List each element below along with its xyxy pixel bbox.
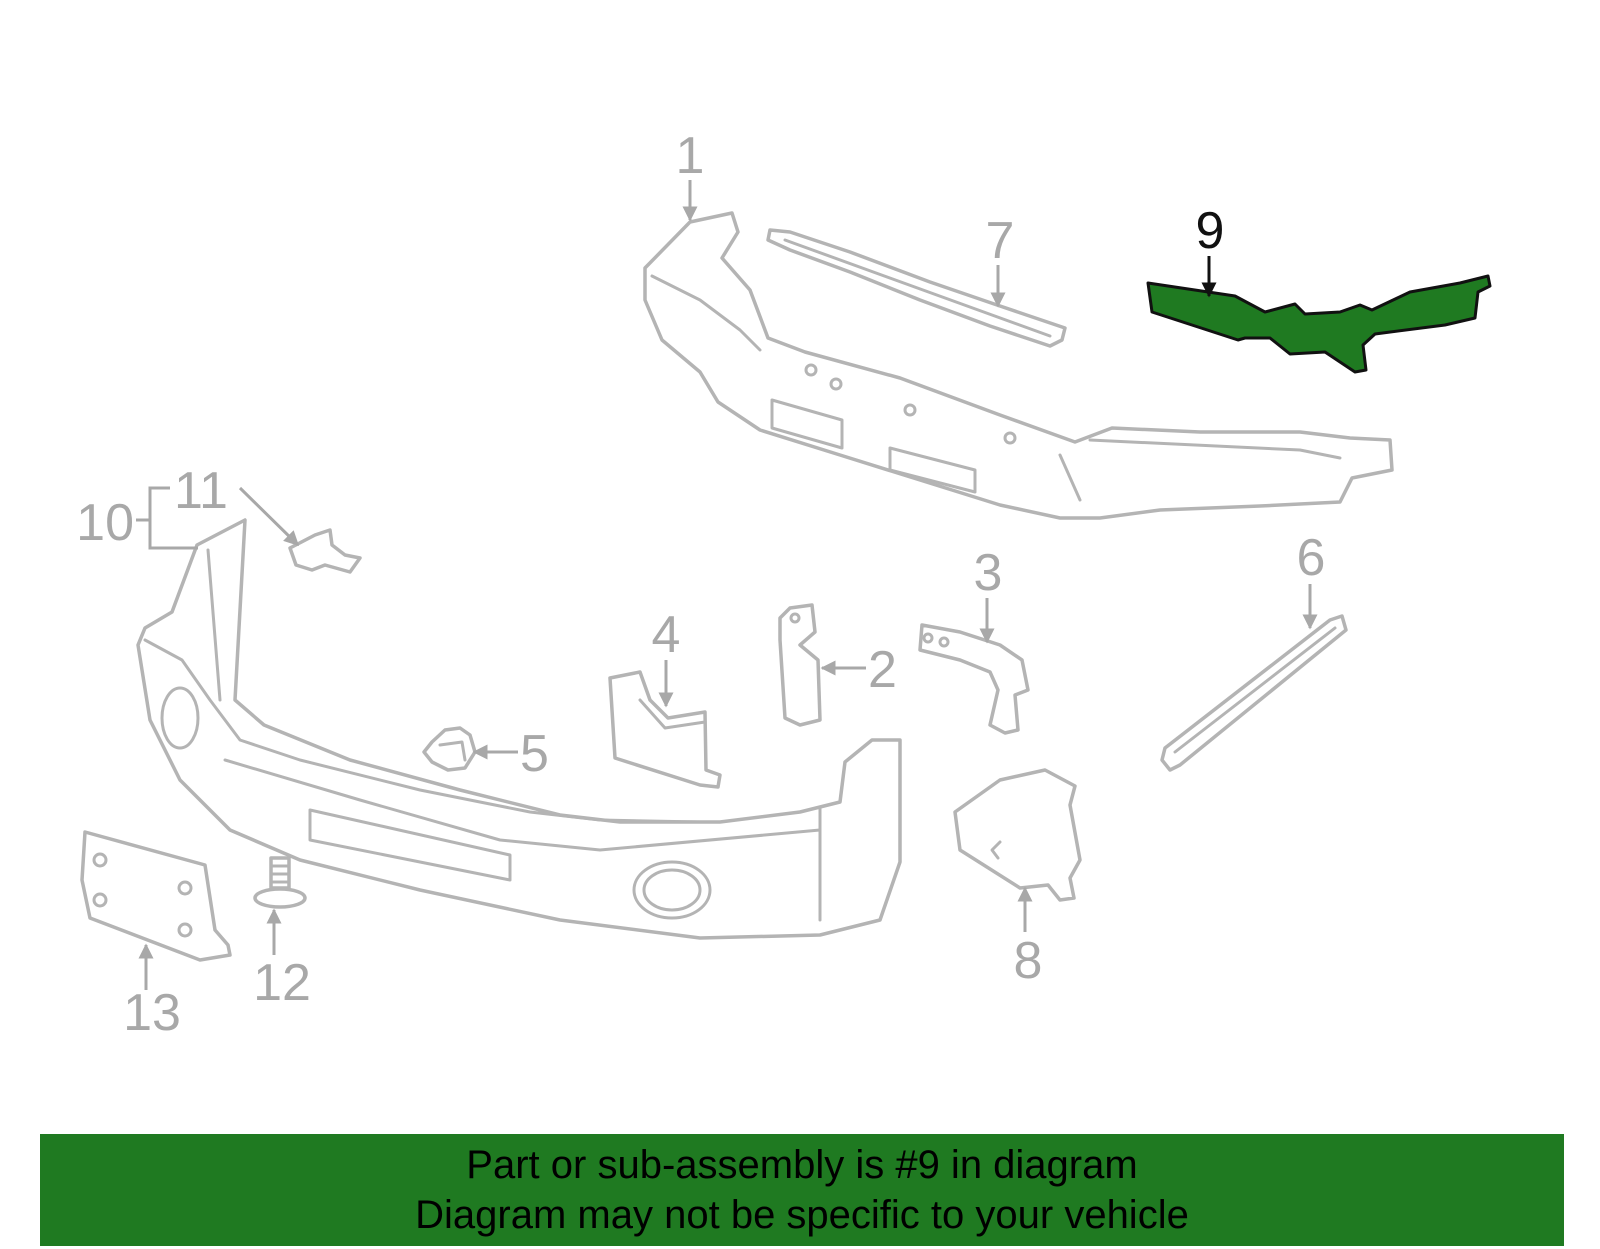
part-13-plate-bracket (80, 830, 232, 962)
callout-8: 8 (1014, 932, 1043, 990)
callout-5: 5 (520, 725, 549, 783)
callout-11: 11 (174, 462, 228, 520)
leader-lines (136, 180, 1318, 990)
callout-6: 6 (1297, 529, 1326, 587)
info-banner: Part or sub-assembly is #9 in diagram Di… (40, 1134, 1564, 1246)
callout-4: 4 (652, 606, 681, 664)
callout-1: 1 (676, 127, 705, 185)
part-7-upper-strip (766, 228, 1067, 348)
callout-9: 9 (1196, 202, 1225, 260)
part-10-bumper-cover (136, 518, 902, 940)
callout-2: 2 (868, 641, 897, 699)
part-12-bolt (253, 856, 307, 909)
callout-3: 3 (974, 544, 1003, 602)
callout-7: 7 (986, 212, 1015, 270)
part-4-bracket (608, 670, 722, 789)
banner-line-2: Diagram may not be specific to your vehi… (415, 1193, 1189, 1237)
part-1-bumper-reinforcement (643, 211, 1394, 520)
callout-labels: 1 7 9 3 6 4 2 5 8 12 13 10 11 (76, 127, 1325, 1042)
part-6-strip (1160, 614, 1348, 772)
callout-10: 10 (76, 494, 134, 552)
part-8-shield (953, 768, 1082, 902)
part-5-clip (422, 726, 477, 772)
part-3-bracket (918, 623, 1030, 735)
part-2-bracket (778, 603, 822, 727)
banner-line-1: Part or sub-assembly is #9 in diagram (466, 1143, 1138, 1187)
part-9-bracket-highlighted (1146, 274, 1492, 374)
part-11-clip (288, 528, 362, 574)
callout-13: 13 (123, 984, 181, 1042)
callout-12: 12 (253, 954, 311, 1012)
